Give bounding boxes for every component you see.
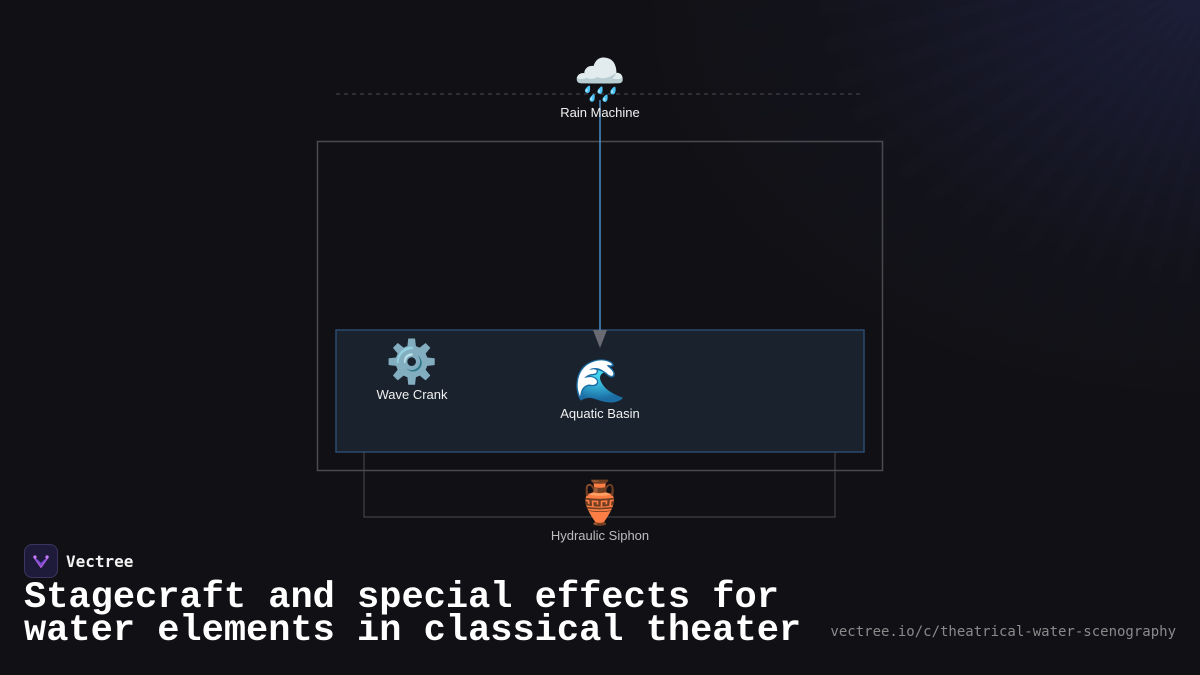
- rain-cloud-icon: 🌧️: [573, 55, 627, 104]
- node-label-hydraulic-siphon: Hydraulic Siphon: [550, 528, 650, 543]
- node-label-rain-machine: Rain Machine: [560, 105, 640, 120]
- node-aquatic-basin[interactable]: 🌊 Aquatic Basin: [540, 356, 660, 422]
- siphon-pipe: [363, 452, 836, 518]
- rain-to-basin-arrowhead: [593, 330, 607, 348]
- amphora-icon: 🏺: [573, 478, 627, 527]
- node-wave-crank[interactable]: ⚙️ Wave Crank: [352, 337, 472, 403]
- node-label-wave-crank: Wave Crank: [376, 387, 448, 402]
- gear-icon: ⚙️: [385, 337, 439, 386]
- node-rain-machine[interactable]: 🌧️ Rain Machine: [540, 55, 660, 121]
- page-title: Stagecraft and special effects for water…: [24, 577, 802, 652]
- brand-name: Vectree: [66, 551, 134, 571]
- node-label-aquatic-basin: Aquatic Basin: [560, 406, 640, 421]
- page-url[interactable]: vectree.io/c/theatrical-water-scenograph…: [830, 624, 1176, 640]
- node-hydraulic-siphon[interactable]: 🏺 Hydraulic Siphon: [530, 478, 670, 544]
- brand: Vectree: [24, 544, 133, 578]
- vectree-logo-icon: [24, 544, 58, 578]
- wave-icon: 🌊: [573, 356, 627, 405]
